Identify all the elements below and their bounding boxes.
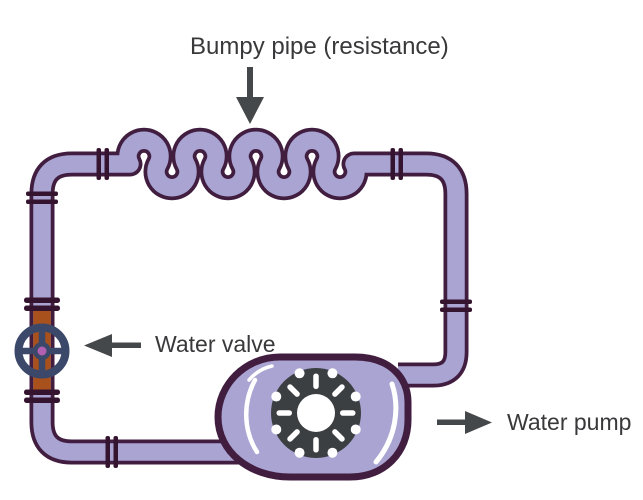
- impeller-slot: [313, 437, 319, 453]
- pipe-joint: [105, 436, 118, 468]
- left-arrow-head-icon: [84, 334, 112, 357]
- joint-ring: [398, 148, 403, 180]
- pipe-joint: [96, 148, 109, 180]
- water-pump-label: Water pump: [507, 409, 631, 435]
- valve-top-collar: [24, 297, 60, 311]
- joint-ring: [113, 436, 118, 468]
- water-valve-pointer: [84, 334, 141, 357]
- pipe-loop-fill: [33, 131, 465, 461]
- collar-ring: [24, 305, 60, 311]
- right-arrow-head-icon: [465, 411, 492, 434]
- water-pump: [214, 353, 412, 481]
- rim-notch: [271, 391, 282, 402]
- joint-ring: [26, 199, 58, 204]
- impeller-center-hole: [297, 394, 335, 432]
- bumpy-pipe-label: Bumpy pipe (resistance): [190, 33, 449, 60]
- impeller-rim-notches: [271, 368, 361, 458]
- bumpy-pipe-pointer: [236, 67, 264, 124]
- rim-notch: [294, 447, 305, 458]
- pump-highlight-left: [244, 377, 260, 455]
- water-pump-pointer: [437, 411, 492, 434]
- joint-ring: [390, 148, 395, 180]
- impeller-slots: [276, 373, 356, 453]
- joint-ring: [440, 299, 472, 304]
- rim-notch: [271, 424, 282, 435]
- joint-ring: [440, 307, 472, 312]
- impeller-slot: [276, 410, 292, 416]
- left-arrow-icon: [108, 342, 141, 348]
- pump-impeller-icon: [271, 368, 361, 458]
- impeller-slot: [332, 384, 345, 397]
- pipe-joint: [390, 148, 403, 180]
- collar-ring: [24, 389, 60, 395]
- rim-notch: [294, 368, 305, 379]
- down-arrow-head-icon: [236, 97, 264, 124]
- impeller-slot: [287, 429, 300, 442]
- rim-notch: [350, 391, 361, 402]
- pipe-joints: [26, 148, 472, 468]
- pipe-joint: [440, 299, 472, 312]
- pipe-joint: [26, 191, 58, 204]
- valve-bottom-collar: [24, 389, 60, 403]
- impeller-slot: [340, 410, 356, 416]
- pump-highlight-right: [373, 381, 399, 465]
- pump-highlight-top-left: [247, 364, 274, 382]
- rim-notch: [350, 424, 361, 435]
- down-arrow-icon: [247, 67, 253, 98]
- water-valve: [14, 297, 70, 403]
- pipe-loop: [29, 127, 469, 465]
- impeller-slot: [287, 384, 300, 397]
- water-valve-label: Water valve: [155, 331, 276, 357]
- joint-ring: [26, 191, 58, 196]
- valve-handwheel-icon: [14, 323, 70, 379]
- collar-ring: [24, 397, 60, 403]
- joint-ring: [104, 148, 109, 180]
- joint-ring: [105, 436, 110, 468]
- handwheel-hub-dot: [37, 346, 47, 356]
- right-arrow-icon: [437, 419, 468, 425]
- collar-ring: [24, 297, 60, 303]
- rim-notch: [327, 447, 338, 458]
- impeller-slot: [313, 373, 319, 389]
- joint-ring: [96, 148, 101, 180]
- impeller-slot: [332, 429, 345, 442]
- rim-notch: [327, 368, 338, 379]
